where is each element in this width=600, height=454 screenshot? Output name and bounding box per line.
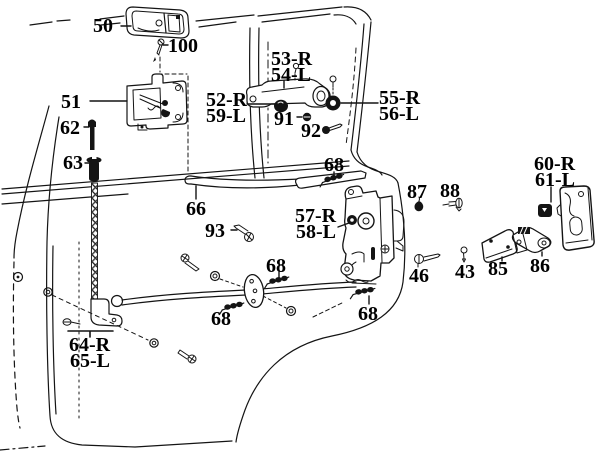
inner-handle-bezel-50 [125, 6, 190, 39]
grommet-63 [86, 156, 102, 181]
outside-handle-53-54 [245, 78, 331, 108]
jamb-bracket-60-61 [556, 185, 595, 251]
screw-62 [88, 119, 96, 150]
latch-assembly-57-58 [340, 185, 405, 285]
nut-91 [302, 112, 312, 122]
pin-above-handle [292, 62, 300, 82]
grommet-plate [243, 273, 265, 309]
screw-93 [233, 224, 254, 242]
lock-knob-52-59 [274, 99, 288, 113]
screw-floating-lower [177, 349, 197, 364]
screw-92 [322, 123, 343, 134]
door-top-edge-lines [29, 6, 372, 28]
pin-87 [414, 196, 424, 212]
striker-86 [511, 226, 552, 254]
screw-100 [153, 38, 165, 62]
lower-linkage [43, 270, 357, 348]
lock-rod-vertical [91, 182, 98, 301]
inner-handle-51 [126, 73, 188, 131]
assembly-dashed-lines [157, 56, 345, 318]
lock-knob-60-61 [538, 204, 552, 217]
leader-lines [83, 25, 552, 305]
clip-68-right [349, 286, 376, 300]
striker-plate-85 [481, 229, 518, 263]
screw-88 [442, 197, 463, 212]
pin-43 [460, 246, 468, 263]
grommet-55-56 [325, 75, 341, 111]
screw-46 [414, 253, 441, 268]
door-panel-outline [0, 105, 350, 451]
screw-floating-upper [180, 253, 200, 272]
window-frame [235, 21, 406, 443]
bell-crank-64-65 [62, 294, 124, 338]
clip-68-left [218, 300, 246, 315]
